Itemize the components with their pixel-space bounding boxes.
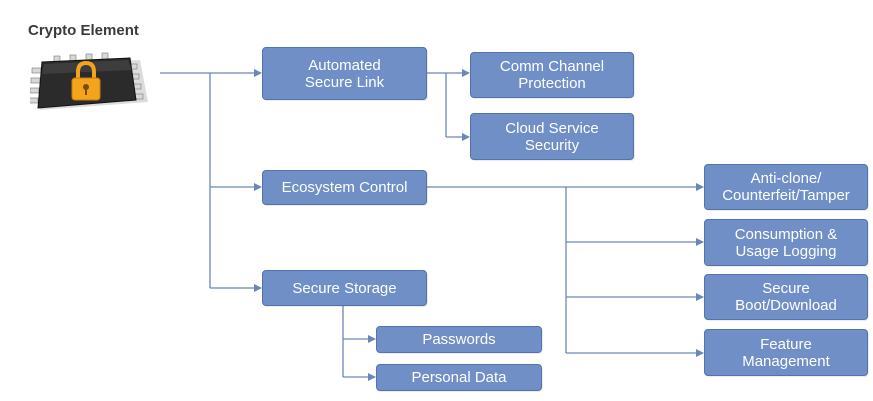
node-feature-management: Feature Management <box>704 329 868 376</box>
node-cloud-service-security: Cloud Service Security <box>470 113 634 160</box>
node-comm-channel-protection: Comm Channel Protection <box>470 52 634 98</box>
node-anti-clone: Anti-clone/ Counterfeit/Tamper <box>704 164 868 210</box>
node-personal-data: Personal Data <box>376 364 542 391</box>
node-ecosystem-control: Ecosystem Control <box>262 170 427 205</box>
locked-chip-icon <box>28 50 152 116</box>
node-passwords: Passwords <box>376 326 542 353</box>
node-secure-boot: Secure Boot/Download <box>704 274 868 320</box>
diagram-title: Crypto Element <box>28 22 139 39</box>
node-consumption-usage-logging: Consumption & Usage Logging <box>704 219 868 266</box>
node-automated-secure-link: Automated Secure Link <box>262 47 427 100</box>
node-secure-storage: Secure Storage <box>262 270 427 306</box>
